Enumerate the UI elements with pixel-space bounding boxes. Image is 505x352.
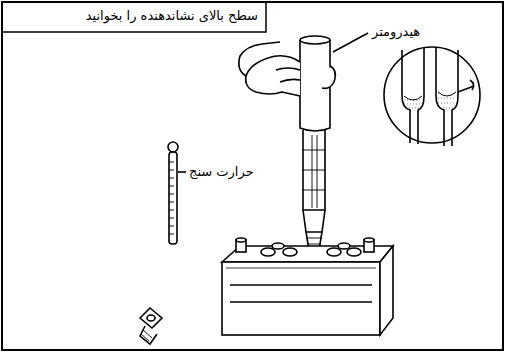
part-label: هیدرومتر	[370, 24, 422, 40]
instruction-text: سطح بالای نشاندهنده را بخوانید	[84, 8, 260, 24]
part-label: حرارت سنج	[187, 164, 256, 180]
